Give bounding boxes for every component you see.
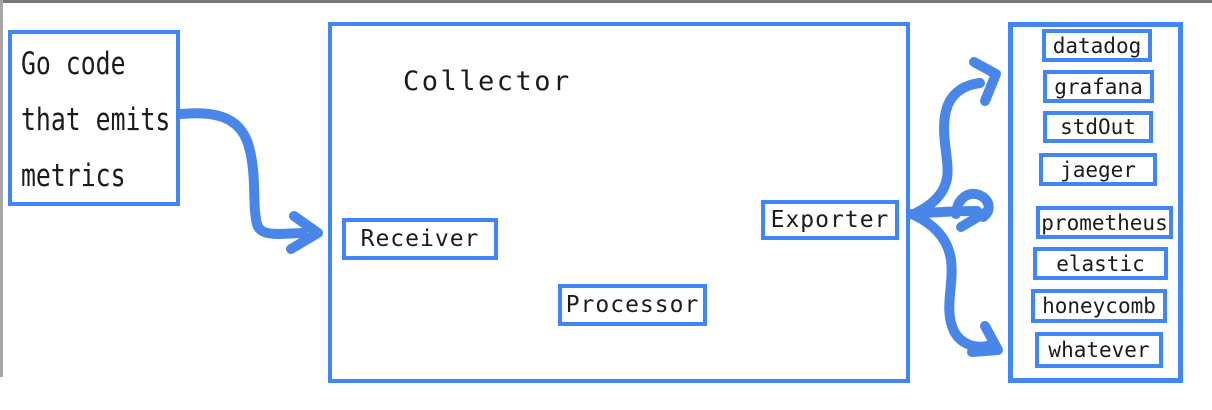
source-line: Go code xyxy=(21,46,126,82)
arrowhead-fanout-down xyxy=(967,321,1003,357)
stage-processor-label: Processor xyxy=(565,292,700,318)
source-box: Go code that emits metrics xyxy=(8,30,180,206)
source-box-text: Go code that emits metrics xyxy=(21,36,170,204)
destination-label: elastic xyxy=(1056,251,1145,276)
arrow-fanout-middle xyxy=(909,206,982,219)
window-edge-left xyxy=(0,0,3,377)
destination-grafana: grafana xyxy=(1043,70,1154,103)
stage-processor: Processor xyxy=(558,284,707,326)
arrowhead-source-to-collector xyxy=(286,211,323,254)
source-line: that emits xyxy=(21,102,171,138)
stage-exporter: Exporter xyxy=(761,200,899,240)
arrow-fanout-up xyxy=(909,78,985,219)
destination-prometheus: prometheus xyxy=(1036,206,1173,239)
destination-label: whatever xyxy=(1048,338,1150,362)
window-edge-top xyxy=(0,0,1212,3)
destination-label: jaeger xyxy=(1060,157,1136,182)
destination-label: grafana xyxy=(1054,74,1143,99)
arrow-source-to-collector xyxy=(176,108,308,239)
destination-label: prometheus xyxy=(1041,210,1168,235)
destination-datadog: datadog xyxy=(1042,29,1152,62)
source-line: metrics xyxy=(21,158,126,194)
destination-label: stdOut xyxy=(1060,115,1136,139)
destination-stdout: stdOut xyxy=(1043,111,1153,143)
arrowhead-fanout-middle-wing xyxy=(956,206,993,232)
stage-receiver: Receiver xyxy=(342,218,498,260)
arrow-fanout-down xyxy=(909,210,992,352)
destination-honeycomb: honeycomb xyxy=(1031,289,1167,323)
destination-jaeger: jaeger xyxy=(1039,153,1157,186)
arrowhead-fanout-up xyxy=(969,57,1001,106)
stage-exporter-label: Exporter xyxy=(770,207,890,233)
destination-elastic: elastic xyxy=(1033,247,1168,280)
destination-label: honeycomb xyxy=(1042,294,1156,318)
stage-receiver-label: Receiver xyxy=(360,226,480,252)
collector-title: Collector xyxy=(403,66,572,97)
destination-label: datadog xyxy=(1052,33,1142,58)
destination-whatever: whatever xyxy=(1035,332,1163,368)
arrowhead-fanout-middle-curl xyxy=(951,188,994,222)
